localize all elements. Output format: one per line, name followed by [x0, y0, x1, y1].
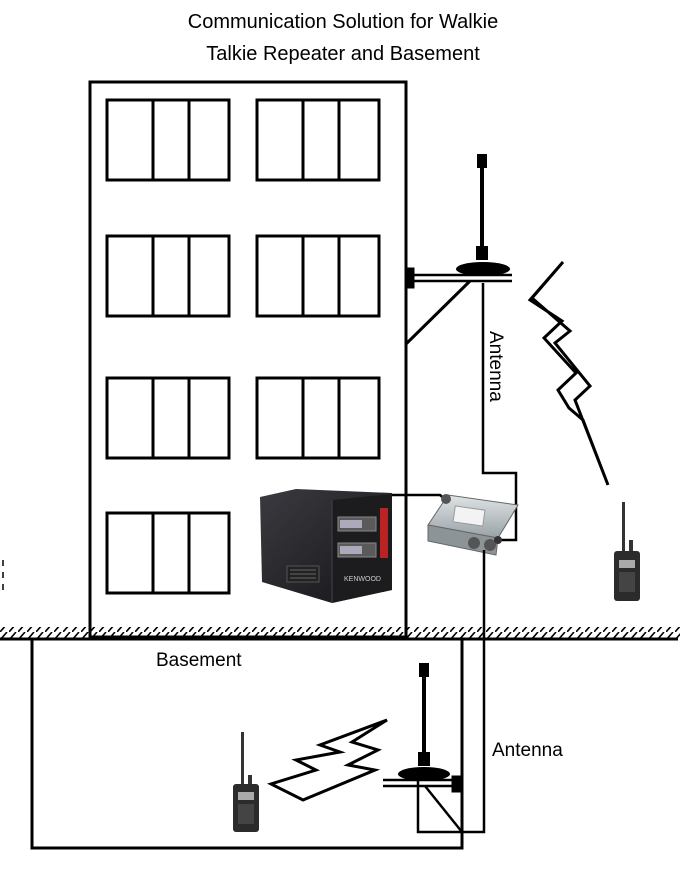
lightning-icon — [527, 261, 610, 486]
repeater-cable — [392, 493, 447, 501]
window — [255, 98, 381, 182]
window — [255, 234, 381, 318]
walkie-talkie-icon — [614, 502, 640, 601]
window — [105, 376, 231, 460]
basement-cable — [416, 550, 486, 834]
splitter-icon — [427, 494, 519, 556]
ground-line — [0, 627, 680, 641]
repeater-brand-label: KENWOOD — [344, 576, 381, 583]
roof-antenna-icon — [456, 154, 510, 276]
repeater-icon: KENWOOD — [260, 489, 392, 603]
window — [105, 511, 231, 595]
basement-label: Basement — [156, 650, 242, 671]
basement — [30, 639, 464, 850]
window — [255, 376, 381, 460]
antenna-cable-top — [481, 283, 518, 542]
antenna-label-bottom: Antenna — [492, 740, 563, 761]
antenna-label-top: Antenna — [485, 331, 506, 402]
basement-walkie-talkie-icon — [233, 732, 259, 832]
window — [105, 98, 231, 182]
basement-antenna-mount — [383, 775, 463, 833]
diagram-title-line-1: Communication Solution for Walkie — [188, 11, 499, 33]
basement-antenna-icon — [398, 663, 450, 781]
window — [105, 234, 231, 318]
basement-lightning-icon — [266, 718, 388, 802]
diagram-title-line-2: Talkie Repeater and Basement — [206, 43, 480, 65]
